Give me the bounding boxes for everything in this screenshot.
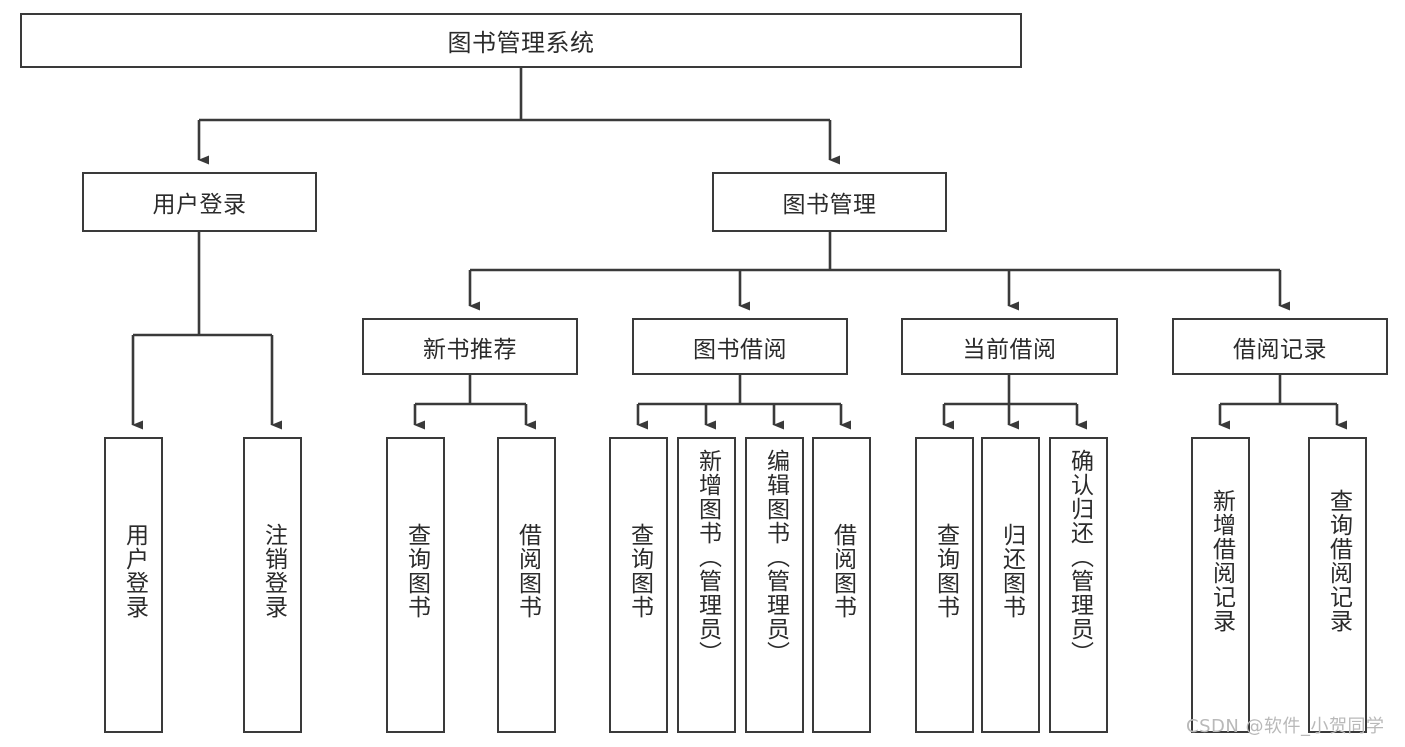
leaf-add-borrow-record[interactable]: 新增借阅记录 [1191, 437, 1250, 733]
node-book-management[interactable]: 图书管理 [712, 172, 947, 232]
leaf-label: 新增借阅记录 [1208, 489, 1235, 633]
leaf-return-book[interactable]: 归还图书 [981, 437, 1040, 733]
node-user-login[interactable]: 用户登录 [82, 172, 317, 232]
leaf-label: 查询图书 [932, 523, 959, 619]
node-new-book-recommend[interactable]: 新书推荐 [362, 318, 578, 375]
node-label: 图书管理 [782, 192, 877, 218]
node-label: 当前借阅 [962, 336, 1057, 363]
watermark-text: CSDN @软件_小贺同学 [1186, 716, 1385, 737]
node-label: 借阅记录 [1233, 336, 1327, 363]
node-borrow-record[interactable]: 借阅记录 [1172, 318, 1388, 375]
leaf-label: 查询借阅记录 [1325, 489, 1352, 633]
leaf-user-login[interactable]: 用户登录 [104, 437, 163, 733]
leaf-label: 查询图书 [626, 523, 653, 619]
leaf-label: 注销登录 [260, 523, 287, 619]
node-current-borrow[interactable]: 当前借阅 [901, 318, 1118, 375]
leaf-query-book-1[interactable]: 查询图书 [386, 437, 445, 733]
leaf-label: 借阅图书 [514, 523, 541, 619]
leaf-logout-login[interactable]: 注销登录 [243, 437, 302, 733]
leaf-add-book[interactable]: 新增图书（管理员） [677, 437, 736, 733]
leaf-edit-book[interactable]: 编辑图书（管理员） [745, 437, 804, 733]
leaf-label: 确认归还（管理员） [1066, 449, 1093, 665]
leaf-confirm-return[interactable]: 确认归还（管理员） [1049, 437, 1108, 733]
leaf-label: 借阅图书 [829, 523, 856, 619]
leaf-label: 归还图书 [998, 523, 1025, 619]
node-book-borrow[interactable]: 图书借阅 [632, 318, 848, 375]
node-label: 图书管理系统 [447, 29, 595, 57]
leaf-label: 查询图书 [403, 523, 430, 619]
leaf-label: 用户登录 [121, 523, 148, 619]
leaf-borrow-book-2[interactable]: 借阅图书 [812, 437, 871, 733]
node-root-system[interactable]: 图书管理系统 [20, 13, 1022, 68]
leaf-query-borrow-record[interactable]: 查询借阅记录 [1308, 437, 1367, 733]
leaf-query-book-2[interactable]: 查询图书 [609, 437, 668, 733]
node-label: 新书推荐 [423, 336, 517, 363]
node-label: 图书借阅 [693, 336, 787, 363]
leaf-query-book-3[interactable]: 查询图书 [915, 437, 974, 733]
leaf-label: 编辑图书（管理员） [762, 449, 789, 665]
node-label: 用户登录 [152, 192, 247, 218]
leaf-borrow-book-1[interactable]: 借阅图书 [497, 437, 556, 733]
leaf-label: 新增图书（管理员） [694, 449, 721, 665]
